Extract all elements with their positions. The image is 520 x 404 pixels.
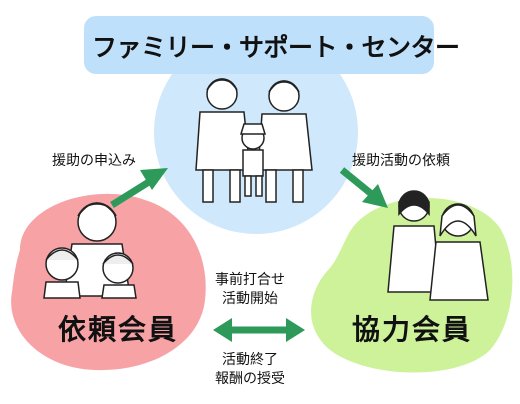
staff-greeting-child-illustration (195, 78, 313, 203)
arrow-assign (339, 167, 388, 208)
before-activity-label: 事前打合せ 活動開始 (205, 271, 295, 309)
after-activity-line-1: 活動終了 (222, 352, 278, 368)
arrow-request (110, 168, 168, 208)
request-label: 援助の申込み (52, 153, 136, 169)
before-activity-line-1: 事前打合せ (215, 272, 285, 288)
two-women-talking-illustration (387, 190, 489, 301)
grandmother-with-children-illustration (43, 202, 137, 299)
after-activity-label: 活動終了 報酬の授受 (205, 351, 295, 389)
after-activity-line-2: 報酬の授受 (215, 371, 285, 387)
arrow-bidirectional (213, 318, 305, 342)
before-activity-line-2: 活動開始 (222, 291, 278, 307)
provider-member-label: 協力会員 (351, 313, 472, 346)
client-member-label: 依頼会員 (57, 313, 178, 346)
title-banner (84, 16, 434, 74)
assign-label: 援助活動の依頼 (352, 153, 450, 169)
center-title: ファミリー・サポート・センター (92, 33, 460, 62)
